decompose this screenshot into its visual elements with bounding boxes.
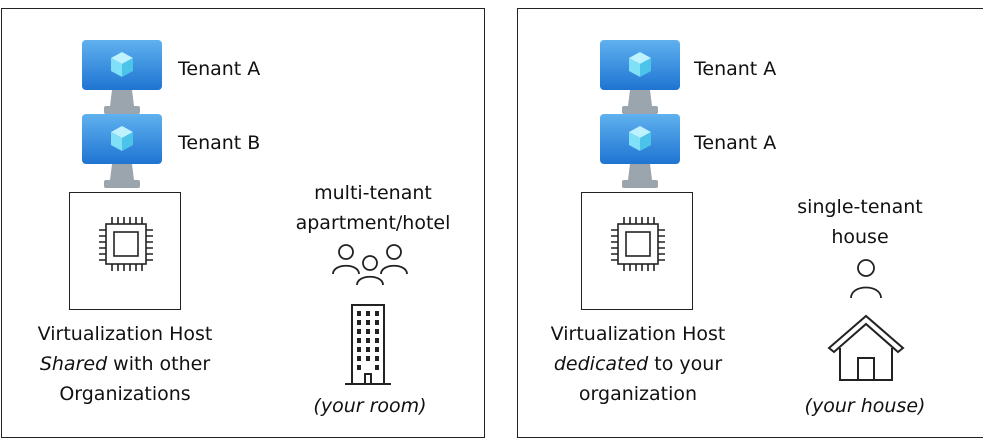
house-icon (827, 314, 905, 381)
virtual-machine-icon (600, 114, 680, 188)
single-tenant-analogy-title: single-tenant house (780, 192, 940, 252)
multi-tenant-analogy-title: multi-tenant apartment/hotel (283, 178, 463, 238)
cpu-chip-icon (99, 217, 153, 271)
caption-rest: to your (648, 353, 723, 375)
virtualization-host-box (581, 192, 693, 310)
caption-line-1: Virtualization Host (37, 323, 213, 345)
tenant-a-label: Tenant A (694, 58, 777, 80)
caption-emphasis: Shared (39, 353, 108, 375)
virtual-machine-icon (82, 40, 162, 114)
group-of-people-icon (332, 244, 408, 286)
analogy-line-2: apartment/hotel (295, 212, 451, 234)
cpu-chip-icon (611, 217, 665, 271)
caption-emphasis: dedicated (553, 353, 649, 375)
caption-line-2: Shared with other (20, 349, 230, 379)
your-house-label: (your house) (785, 391, 945, 421)
tenant-a-label: Tenant A (178, 58, 261, 80)
tenant-a-second-label: Tenant A (694, 132, 777, 154)
caption-rest: with other (107, 353, 211, 375)
caption-line-3: organization (578, 383, 698, 405)
person-icon (850, 259, 882, 299)
your-room-label: (your room) (290, 391, 450, 421)
virtual-machine-icon (82, 114, 162, 188)
virtual-machine-icon (600, 40, 680, 114)
footnote-text: (your house) (804, 395, 926, 417)
tenant-b-label: Tenant B (178, 132, 261, 154)
caption-line-2: dedicated to your (533, 349, 743, 379)
caption-line-3: Organizations (59, 383, 191, 405)
analogy-line-1: multi-tenant (314, 182, 432, 204)
footnote-text: (your room) (313, 395, 427, 417)
apartment-building-icon (345, 304, 391, 385)
analogy-line-2: house (831, 226, 889, 248)
virtualization-host-box (69, 192, 181, 310)
shared-host-caption: Virtualization Host Shared with other Or… (20, 319, 230, 409)
analogy-line-1: single-tenant (797, 196, 923, 218)
caption-line-1: Virtualization Host (550, 323, 726, 345)
dedicated-host-caption: Virtualization Host dedicated to your or… (533, 319, 743, 409)
